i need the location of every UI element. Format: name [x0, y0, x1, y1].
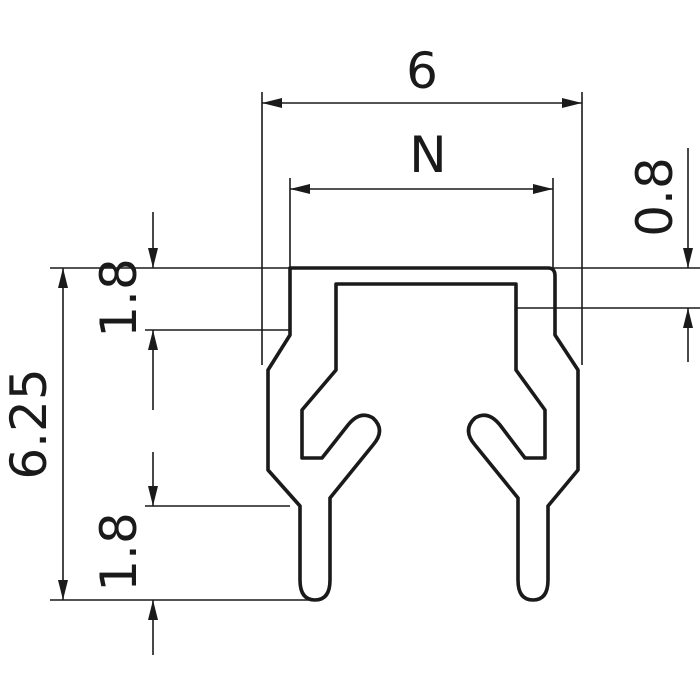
dimension-inner-width: N [290, 126, 553, 194]
label-overall-width: 6 [406, 42, 438, 100]
label-upper-leg: 1.8 [90, 258, 148, 338]
arrow-625-top [58, 268, 68, 288]
dimension-total-height: 6.25 [0, 268, 68, 600]
arrow-6-left [262, 98, 282, 108]
channel-profile [266, 266, 580, 602]
arrow-08-top [683, 248, 693, 268]
label-inner-width: N [409, 126, 446, 184]
label-lower-leg: 1.8 [90, 512, 148, 592]
arrow-lower-18-top [148, 486, 158, 506]
label-wall-thickness: 0.8 [626, 157, 684, 237]
dimension-upper-leg: 1.8 [90, 212, 158, 410]
arrow-625-bottom [58, 580, 68, 600]
arrow-upper-18-top [148, 248, 158, 268]
profile-outline [266, 266, 580, 602]
arrow-08-bottom [683, 308, 693, 328]
arrow-upper-18-bottom [148, 330, 158, 350]
arrow-6-right [562, 98, 582, 108]
arrow-lower-18-bottom [148, 600, 158, 620]
arrow-n-left [290, 184, 310, 194]
label-total-height: 6.25 [0, 368, 58, 479]
extension-lines [50, 92, 700, 601]
dimension-overall-width: 6 [262, 42, 582, 108]
arrow-n-right [533, 184, 553, 194]
dimension-wall-thickness: 0.8 [626, 148, 693, 362]
dimension-lower-leg: 1.8 [90, 452, 158, 655]
